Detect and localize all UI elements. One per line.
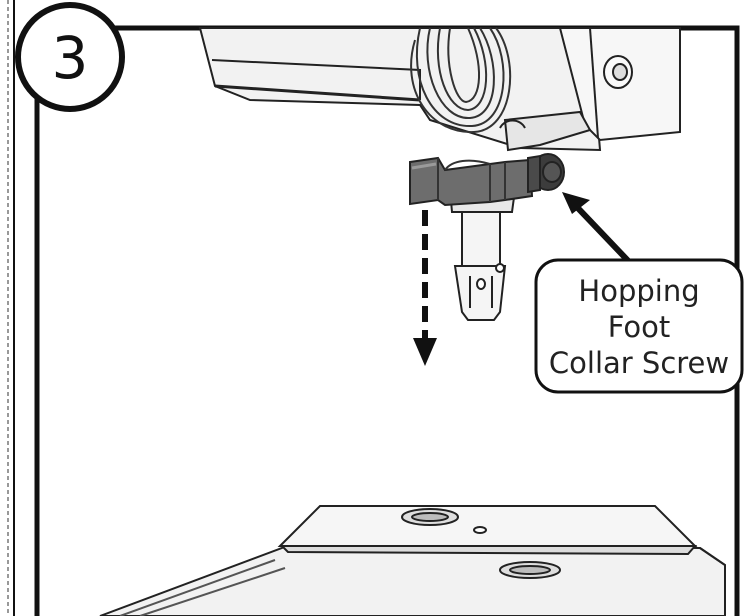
callout-leader-arrow — [562, 192, 638, 271]
page-edge-strip — [0, 0, 16, 616]
step-number: 3 — [52, 24, 89, 92]
hopping-foot-assembly — [409, 153, 565, 321]
callout-line-3: Collar Screw — [549, 346, 729, 380]
callout-box: Hopping Foot Collar Screw — [534, 258, 744, 394]
needle-plate — [99, 505, 726, 616]
callout-line-1: Hopping — [578, 274, 699, 308]
machine-head — [198, 27, 681, 152]
collar-screw — [527, 153, 565, 194]
step-number-badge: 3 — [15, 2, 125, 112]
downward-direction-arrow — [413, 210, 437, 366]
callout-line-2: Foot — [608, 310, 671, 344]
